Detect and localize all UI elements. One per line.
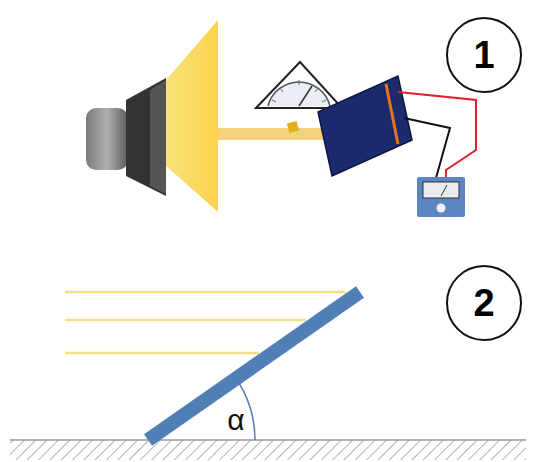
wires <box>398 92 476 178</box>
callout-number: 1 <box>473 34 494 77</box>
sound-beam <box>218 128 333 140</box>
pivot <box>287 121 299 133</box>
light-rays <box>65 292 346 353</box>
callout-number: 2 <box>473 282 494 325</box>
callout-circle: 1 <box>446 17 522 93</box>
callout-circle: 2 <box>446 265 522 341</box>
ground-hatch <box>10 440 526 460</box>
ground-line <box>10 439 526 441</box>
protractor <box>256 62 342 108</box>
multimeter <box>417 177 465 217</box>
tilted-panel <box>148 292 360 440</box>
loudspeaker <box>86 20 218 212</box>
angle-label: α <box>227 403 244 437</box>
solar-panel <box>318 76 412 176</box>
